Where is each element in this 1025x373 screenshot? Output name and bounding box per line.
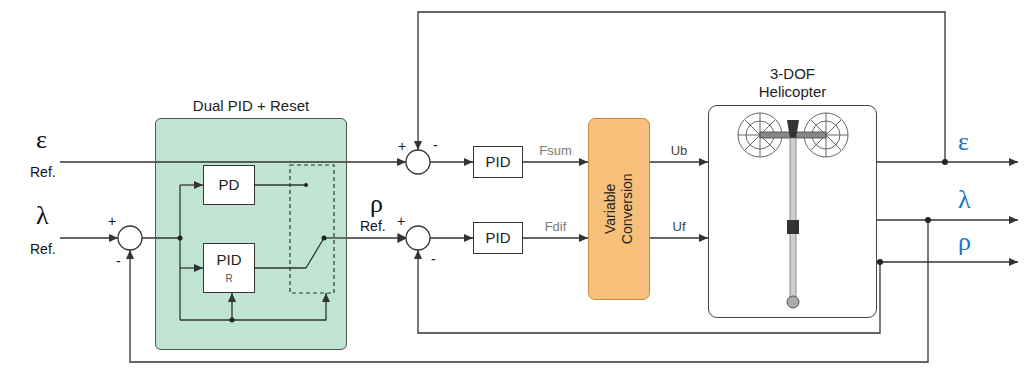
pivot-mount (787, 120, 799, 138)
block-label: PID (485, 154, 510, 171)
epsilon-input (60, 161, 406, 162)
branch-dot (178, 236, 183, 241)
switch-pivot (322, 236, 327, 241)
signal-name: Uf (672, 220, 687, 233)
pd-block: PD (203, 165, 255, 205)
switch-control (180, 293, 326, 320)
lambda-error-wire (142, 237, 180, 238)
switch-arm (306, 238, 324, 268)
switch-contact (304, 183, 308, 187)
conversion-block: Variable Conversion (588, 118, 650, 300)
sign-mark: + (398, 139, 406, 153)
sign-mark: + (108, 214, 116, 228)
rho-output (877, 261, 1018, 262)
switch-output (324, 237, 347, 238)
signal-wires (60, 12, 1018, 362)
helicopter-illustration (738, 113, 848, 308)
switch-frame (290, 165, 334, 293)
block-label: PID (485, 230, 510, 247)
output-symbol: ε (958, 129, 969, 155)
block-label: Variable Conversion (602, 154, 636, 264)
sign-mark: - (433, 138, 438, 152)
signal-wire (523, 237, 588, 238)
signal-name: Fsum (538, 144, 573, 157)
sign-mark: + (397, 214, 405, 228)
counterweight (787, 296, 799, 308)
reference-tag: Ref. (30, 242, 56, 256)
pid-block: PID (473, 222, 523, 254)
plant-box: 3-DOF Helicopter (708, 105, 877, 318)
panel-fill (155, 118, 347, 350)
branch-dot (942, 159, 948, 165)
signal-name: Fdif (544, 220, 568, 233)
output-symbol: λ (958, 187, 971, 213)
pd-input (180, 184, 203, 185)
summing-junctions (118, 150, 430, 250)
branch-dot (230, 318, 235, 323)
signal-symbol: ρ (370, 191, 383, 217)
pid-block: PID (473, 146, 523, 178)
summing-junction (406, 226, 430, 250)
rod (790, 138, 796, 300)
signal-symbol: λ (36, 203, 49, 229)
error-wire (430, 161, 473, 162)
block-label: PD (219, 177, 240, 194)
reference-tag: Ref. (30, 165, 56, 179)
summing-junction (406, 150, 430, 174)
lambda-output (877, 219, 1018, 220)
branch-dot (877, 259, 883, 265)
pid-block: PID R (203, 243, 255, 293)
pd-output (255, 184, 306, 185)
signal-wire (650, 237, 708, 238)
block-heading: Dual PID + Reset (156, 97, 346, 116)
signal-wire (650, 161, 708, 162)
pid-output (255, 267, 306, 268)
dual-controller-panel: Dual PID + ResetPDPIDR (155, 118, 347, 350)
sign-mark: - (116, 254, 121, 268)
reset-input (231, 293, 232, 320)
branch-dot (925, 217, 931, 223)
reference-wire (347, 237, 473, 238)
branch-dots (178, 159, 949, 323)
signal-name: Ub (670, 144, 689, 157)
pid-input (180, 267, 203, 268)
summing-junction (118, 226, 142, 250)
lambda-input (60, 237, 118, 238)
reset-mark: R (225, 274, 232, 284)
signal-wire (523, 161, 588, 162)
signal-symbol: ε (36, 127, 47, 153)
output-symbol: ρ (958, 229, 971, 255)
lambda-feedback (130, 220, 928, 362)
reference-tag: Ref. (360, 219, 386, 233)
sign-mark: - (431, 252, 436, 266)
rod-joint (787, 220, 799, 234)
split-wire (179, 185, 180, 320)
block-label: PID (216, 252, 241, 269)
block-heading: 3-DOF Helicopter (743, 65, 843, 103)
epsilon-feedback (418, 12, 945, 162)
